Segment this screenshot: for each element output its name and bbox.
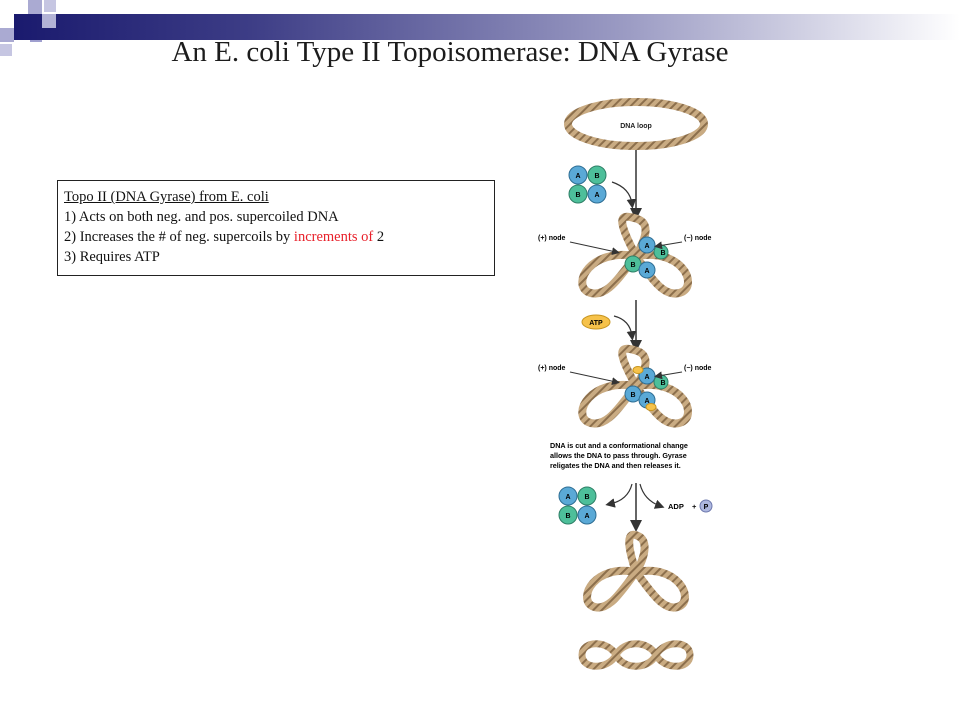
neg-node-label-2: (−) node bbox=[684, 365, 712, 372]
release-arrow-left bbox=[605, 483, 633, 508]
plus-label: + bbox=[692, 502, 697, 511]
info-point-2-suffix: 2 bbox=[373, 229, 385, 245]
neg-node-label: (−) node bbox=[684, 235, 712, 242]
pos-node-label-2: (+) node bbox=[538, 365, 566, 372]
svg-text:A: A bbox=[594, 192, 599, 199]
dna-negative-supercoil bbox=[578, 640, 694, 670]
binding-arrow bbox=[611, 181, 637, 209]
info-point-3: 3) Requires ATP bbox=[64, 249, 160, 265]
svg-text:A: A bbox=[644, 243, 649, 250]
info-heading: Topo II (DNA Gyrase) from E. coli bbox=[64, 189, 269, 205]
dna-figure-eight-released bbox=[583, 530, 689, 612]
pos-node-label: (+) node bbox=[538, 235, 566, 242]
gyrase-enzyme-free: A B B A bbox=[568, 165, 607, 204]
release-arrow-right bbox=[639, 483, 665, 509]
caption-line-3: religates the DNA and then releases it. bbox=[550, 461, 681, 470]
info-box: Topo II (DNA Gyrase) from E. coli 1) Act… bbox=[57, 180, 495, 276]
corner-square-lavender-1 bbox=[0, 28, 14, 42]
svg-text:B: B bbox=[594, 173, 599, 180]
info-point-1: 1) Acts on both neg. and pos. supercoile… bbox=[64, 209, 339, 225]
caption-line-2: allows the DNA to pass through. Gyrase bbox=[550, 451, 687, 460]
dna-figure-eight-bound bbox=[578, 212, 692, 298]
info-point-2-prefix: 2) Increases the # of neg. supercoils by bbox=[64, 229, 294, 245]
title-bar-light-square bbox=[42, 14, 56, 28]
phosphate-badge bbox=[699, 499, 713, 513]
neg-node-arrow-2 bbox=[654, 371, 683, 380]
gyrase-enzyme-released: A B B A bbox=[558, 486, 597, 525]
pos-node-arrow bbox=[569, 241, 620, 256]
svg-text:B: B bbox=[630, 262, 635, 269]
info-point-2-highlight: increments of bbox=[293, 229, 374, 245]
atp-arrow bbox=[613, 315, 637, 341]
svg-text:A: A bbox=[575, 173, 580, 180]
svg-text:A: A bbox=[565, 494, 570, 501]
svg-text:A: A bbox=[584, 513, 589, 520]
phosphate-label: P bbox=[704, 504, 709, 511]
svg-text:B: B bbox=[584, 494, 589, 501]
svg-text:B: B bbox=[565, 513, 570, 520]
slide-title: An E. coli Type II Topoisomerase: DNA Gy… bbox=[171, 36, 729, 68]
title-gradient-bar bbox=[14, 14, 960, 40]
gyrase-enzyme-atp-bound: A B B A bbox=[624, 366, 669, 411]
dna-loop-label: DNA loop bbox=[620, 123, 652, 130]
dna-loop bbox=[564, 98, 708, 150]
corner-square-lavender-4 bbox=[0, 44, 12, 56]
adp-label: ADP bbox=[668, 502, 684, 511]
svg-text:B: B bbox=[660, 380, 665, 387]
gyrase-enzyme-bound: A B B A bbox=[624, 236, 669, 279]
gyrase-mechanism-diagram: DNA loop A B B A A B B A (+) node (−) no… bbox=[538, 98, 713, 670]
corner-square-lavender-2 bbox=[28, 0, 42, 14]
svg-text:B: B bbox=[630, 392, 635, 399]
atp-badge bbox=[581, 314, 611, 330]
svg-text:B: B bbox=[575, 192, 580, 199]
caption-line-1: DNA is cut and a conformational change bbox=[550, 441, 688, 450]
svg-text:A: A bbox=[644, 268, 649, 275]
svg-text:A: A bbox=[644, 374, 649, 381]
info-point-2: 2) Increases the # of neg. supercoils by… bbox=[64, 227, 494, 247]
corner-square-lavender-3 bbox=[44, 0, 56, 12]
neg-node-arrow bbox=[654, 241, 683, 250]
atp-label: ATP bbox=[589, 320, 603, 327]
svg-text:B: B bbox=[660, 250, 665, 257]
svg-text:A: A bbox=[644, 398, 649, 405]
pos-node-arrow-2 bbox=[569, 371, 620, 386]
